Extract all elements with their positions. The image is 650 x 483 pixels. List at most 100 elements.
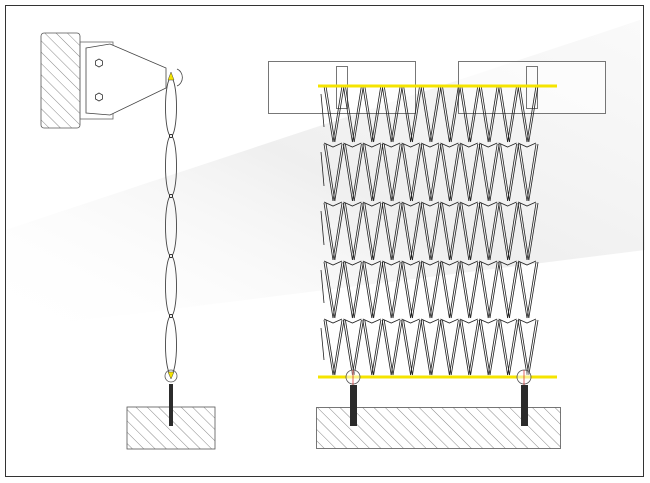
wire-joint <box>517 260 537 266</box>
wire <box>334 143 345 202</box>
wire <box>323 143 334 202</box>
mesh-strand <box>420 85 442 148</box>
edge-wire <box>320 269 325 304</box>
chain-joint <box>168 253 174 259</box>
wire <box>381 261 392 319</box>
wire <box>334 202 345 261</box>
anchor-eye-bolt-right <box>516 369 532 426</box>
wire <box>325 143 336 202</box>
mesh-strand <box>440 143 461 207</box>
wire-joint <box>459 318 478 324</box>
wire-joint <box>420 260 440 266</box>
wire-joint <box>498 142 517 148</box>
wire <box>440 143 450 202</box>
wire <box>343 85 353 143</box>
wire-joint <box>362 260 381 266</box>
mesh-strand <box>517 143 539 207</box>
wire <box>410 143 420 202</box>
wire <box>449 85 459 143</box>
wire <box>412 319 422 376</box>
chain-joint <box>168 193 174 199</box>
wire <box>410 202 420 261</box>
wire <box>371 143 382 202</box>
mesh-strand <box>420 261 442 324</box>
wire-joint <box>401 201 420 207</box>
wire <box>353 319 364 376</box>
wire <box>440 85 450 143</box>
mesh-strand <box>343 143 364 207</box>
wire-joint <box>382 201 401 207</box>
wire <box>500 319 510 376</box>
mesh-strand <box>478 319 500 376</box>
mesh-strand <box>401 202 422 266</box>
bottom-connector <box>167 371 175 380</box>
wire <box>517 261 528 319</box>
wire-joint <box>459 260 478 266</box>
wire <box>461 261 471 319</box>
mesh-strand <box>420 319 442 376</box>
wire <box>362 319 373 376</box>
wire <box>431 319 442 376</box>
mesh-strand <box>517 319 539 376</box>
wire <box>403 202 413 261</box>
wire <box>450 85 461 143</box>
wire-joint <box>362 201 381 207</box>
wire <box>353 143 364 202</box>
wire-joint <box>440 201 459 207</box>
wire <box>373 261 384 319</box>
wall-section <box>40 32 81 129</box>
wire-joint <box>440 318 459 324</box>
mesh-strand <box>323 319 345 376</box>
wire <box>429 261 440 319</box>
mesh-strand <box>381 261 403 324</box>
wire <box>383 319 394 376</box>
wire <box>480 143 491 202</box>
mesh-strand <box>401 319 422 376</box>
wire <box>449 143 459 202</box>
wire <box>459 202 470 261</box>
wire <box>507 319 517 376</box>
wire-joint <box>323 142 343 148</box>
mesh-strand <box>498 143 519 207</box>
wire-joint <box>382 318 401 324</box>
wire <box>528 143 539 202</box>
wire <box>528 319 539 376</box>
wire <box>352 85 362 143</box>
mesh-strand <box>459 85 481 148</box>
wire <box>450 319 461 376</box>
mesh-strand <box>517 202 539 266</box>
wire <box>478 202 489 261</box>
wire <box>392 202 403 261</box>
wire-joint <box>323 201 343 207</box>
wire <box>519 261 530 319</box>
wire-joint <box>362 318 381 324</box>
wire <box>461 85 471 143</box>
bolt-hole-icon <box>95 58 103 68</box>
wire <box>526 85 537 143</box>
wire <box>431 261 442 319</box>
wire <box>478 143 489 202</box>
mesh-strand <box>381 319 403 376</box>
wire-joint <box>343 142 362 148</box>
wire <box>401 261 411 319</box>
wire <box>450 202 461 261</box>
wire <box>401 143 411 202</box>
wire <box>332 143 343 202</box>
wire <box>392 143 403 202</box>
wire-joint <box>479 260 498 266</box>
front-view <box>268 61 606 449</box>
wire <box>420 85 431 143</box>
mesh-strand <box>459 319 481 376</box>
wire <box>381 319 392 376</box>
wire-joint <box>479 142 498 148</box>
wire <box>478 261 489 319</box>
wire <box>352 143 362 202</box>
edge-wire <box>320 327 325 361</box>
mesh-strand <box>323 85 345 148</box>
wire <box>332 202 343 261</box>
wire <box>480 261 491 319</box>
wire <box>422 319 433 376</box>
wire-joint <box>362 142 381 148</box>
wire <box>383 143 394 202</box>
